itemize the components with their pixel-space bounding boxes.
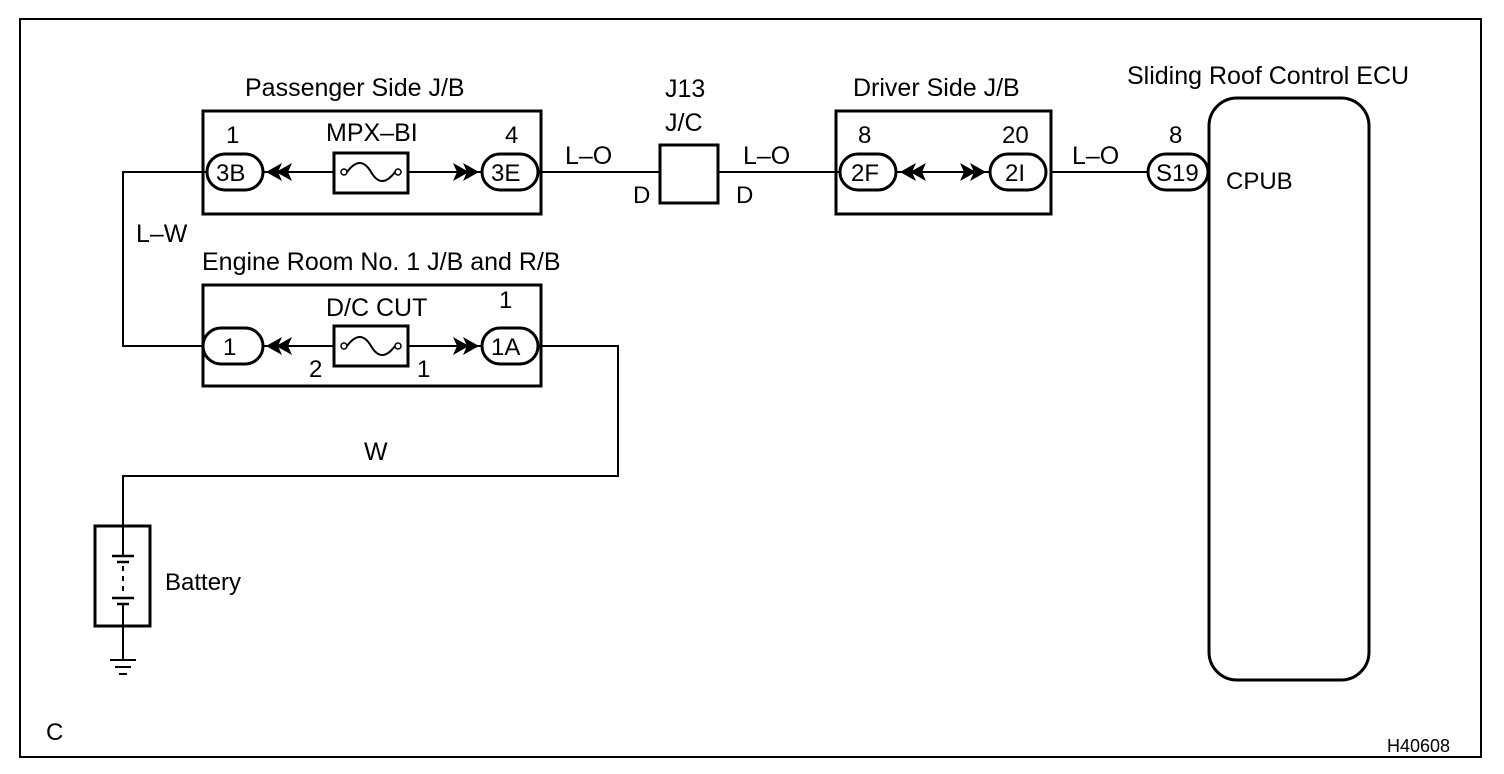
connector-arrow-icon bbox=[463, 163, 479, 181]
connector-1 bbox=[201, 326, 265, 366]
pin-label: 8 bbox=[1169, 122, 1182, 149]
junction-id: J13 bbox=[665, 75, 705, 103]
connector-arrow-icon bbox=[960, 163, 976, 181]
wire-color-label: L–O bbox=[743, 142, 790, 170]
pin-label: 1 bbox=[417, 356, 430, 383]
connector-label: 1A bbox=[491, 334, 520, 361]
diagram-frame bbox=[19, 18, 1482, 758]
connector-label: 3B bbox=[216, 160, 245, 187]
passenger-junction-block bbox=[201, 109, 543, 216]
pin-label: 20 bbox=[1002, 122, 1029, 149]
ecu-box bbox=[1207, 96, 1371, 682]
connector-arrow-icon bbox=[276, 337, 292, 355]
driver-jb-title: Driver Side J/B bbox=[853, 74, 1020, 102]
connector-arrow-icon bbox=[453, 163, 469, 181]
ground-icon bbox=[110, 659, 136, 675]
connector-label: 3E bbox=[491, 160, 520, 187]
connector-3e bbox=[480, 152, 540, 192]
pin-label: 4 bbox=[505, 122, 518, 149]
connector-s19 bbox=[1146, 152, 1210, 192]
connector-label: S19 bbox=[1156, 160, 1199, 187]
engine-room-junction-block bbox=[201, 283, 543, 388]
connector-2i bbox=[988, 152, 1048, 192]
fuse-label: D/C CUT bbox=[326, 294, 427, 322]
pin-label: 8 bbox=[858, 122, 871, 149]
connector-arrow-icon bbox=[453, 337, 469, 355]
connector-label: 2I bbox=[1005, 160, 1025, 187]
engine-room-jb-box bbox=[201, 283, 543, 388]
junction-pin-letter: D bbox=[736, 182, 753, 209]
driver-junction-block bbox=[834, 109, 1053, 216]
connector-arrow-icon bbox=[910, 163, 926, 181]
wire-color-label: L–W bbox=[136, 220, 188, 248]
ecu-terminal-label: CPUB bbox=[1226, 168, 1293, 195]
connector-arrow-icon bbox=[266, 163, 282, 181]
section-letter: C bbox=[46, 719, 63, 746]
engine-room-jb-title: Engine Room No. 1 J/B and R/B bbox=[202, 248, 561, 276]
wire-w bbox=[122, 345, 619, 526]
battery-icon bbox=[93, 524, 152, 660]
connector-1a bbox=[480, 326, 540, 366]
passenger-jb-title: Passenger Side J/B bbox=[245, 74, 465, 102]
battery-label: Battery bbox=[165, 569, 241, 596]
pin-label: 2 bbox=[309, 356, 322, 383]
wire-color-label: L–O bbox=[1072, 142, 1119, 170]
connector-arrow-icon bbox=[970, 163, 986, 181]
passenger-jb-box bbox=[201, 109, 543, 216]
connector-label: 1 bbox=[223, 334, 236, 361]
junction-connector-box bbox=[658, 143, 720, 205]
wire-l-w bbox=[122, 171, 207, 347]
connector-arrow-icon bbox=[463, 337, 479, 355]
wire-color-label: L–O bbox=[565, 142, 612, 170]
connector-arrow-icon bbox=[266, 337, 282, 355]
connector-2f bbox=[838, 152, 898, 192]
connector-arrow-icon bbox=[276, 163, 292, 181]
figure-code: H40608 bbox=[1387, 736, 1450, 756]
junction-pin-letter: D bbox=[633, 182, 650, 209]
pin-label: 1 bbox=[226, 122, 239, 149]
connector-arrow-icon bbox=[900, 163, 916, 181]
junction-type: J/C bbox=[665, 109, 703, 137]
fuse-icon bbox=[332, 151, 410, 195]
wire-color-label: W bbox=[364, 438, 388, 466]
connector-label: 2F bbox=[851, 160, 879, 187]
driver-jb-box bbox=[834, 109, 1053, 216]
fuse-label: MPX–BI bbox=[326, 119, 418, 147]
ecu-title: Sliding Roof Control ECU bbox=[1127, 62, 1409, 90]
fuse-icon bbox=[332, 324, 410, 368]
sliding-roof-ecu bbox=[1146, 96, 1371, 682]
pin-label: 1 bbox=[499, 287, 512, 314]
connector-3b bbox=[205, 152, 265, 192]
